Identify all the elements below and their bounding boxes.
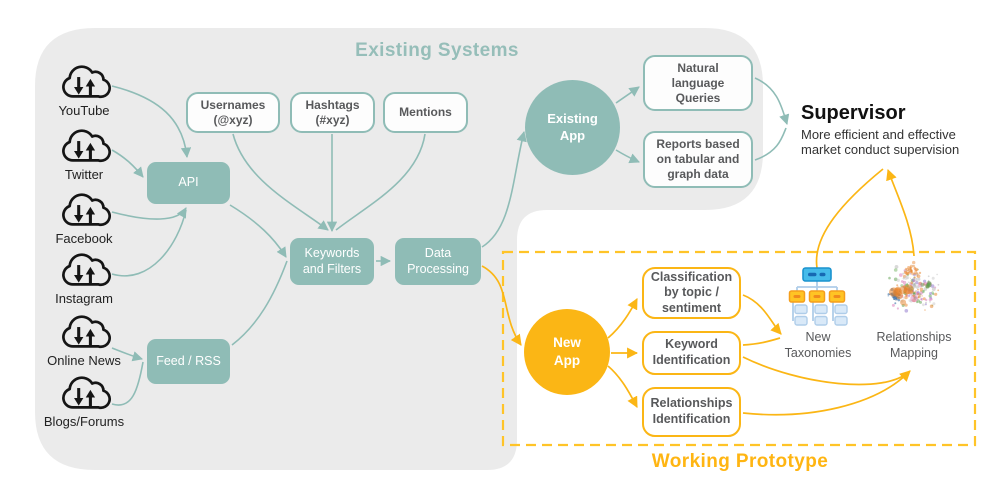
source-label-online-news: Online News [47, 353, 121, 368]
supervisor-subtitle: More efficient and effective market cond… [801, 127, 960, 158]
source-label-instagram: Instagram [55, 291, 113, 306]
source-label-youtube: YouTube [58, 103, 110, 118]
yellow-connectors [481, 168, 915, 416]
node-api: API [147, 162, 230, 204]
supervisor-block: Supervisor More efficient and effective … [801, 102, 996, 158]
node-mentions: Mentions [383, 92, 468, 133]
taxonomy-tree-icon [788, 267, 848, 326]
node-new-app: New App [524, 309, 610, 395]
node-classification: Classification by topic / sentiment [642, 267, 741, 319]
working-prototype-frame [501, 250, 977, 447]
label-relationships-mapping: Relationships Mapping [876, 330, 952, 360]
node-usernames: Usernames (@xyz) [186, 92, 280, 133]
source-label-twitter: Twitter [64, 167, 104, 182]
node-existing-app: Existing App [525, 80, 620, 175]
existing-systems-title: Existing Systems [355, 40, 519, 61]
node-hashtags: Hashtags (#xyz) [290, 92, 375, 133]
node-feed-rss: Feed / RSS [147, 339, 230, 384]
working-prototype-title: Working Prototype [651, 451, 829, 472]
teal-connectors [111, 77, 790, 406]
supervisor-title: Supervisor [801, 102, 906, 124]
node-relationships-identification: Relationships Identification [642, 387, 741, 437]
node-reports: Reports based on tabular and graph data [643, 131, 753, 188]
network-graph-icon [887, 260, 940, 313]
node-data-processing: Data Processing [395, 238, 481, 285]
label-new-taxonomies: New Taxonomies [784, 330, 852, 360]
node-keywords-filters: Keywords and Filters [290, 238, 374, 285]
node-keyword-identification: Keyword Identification [642, 331, 741, 375]
source-label-facebook: Facebook [55, 231, 113, 246]
source-label-blogs-forums: Blogs/Forums [43, 414, 125, 429]
node-natural-language-queries: Natural language Queries [643, 55, 753, 111]
